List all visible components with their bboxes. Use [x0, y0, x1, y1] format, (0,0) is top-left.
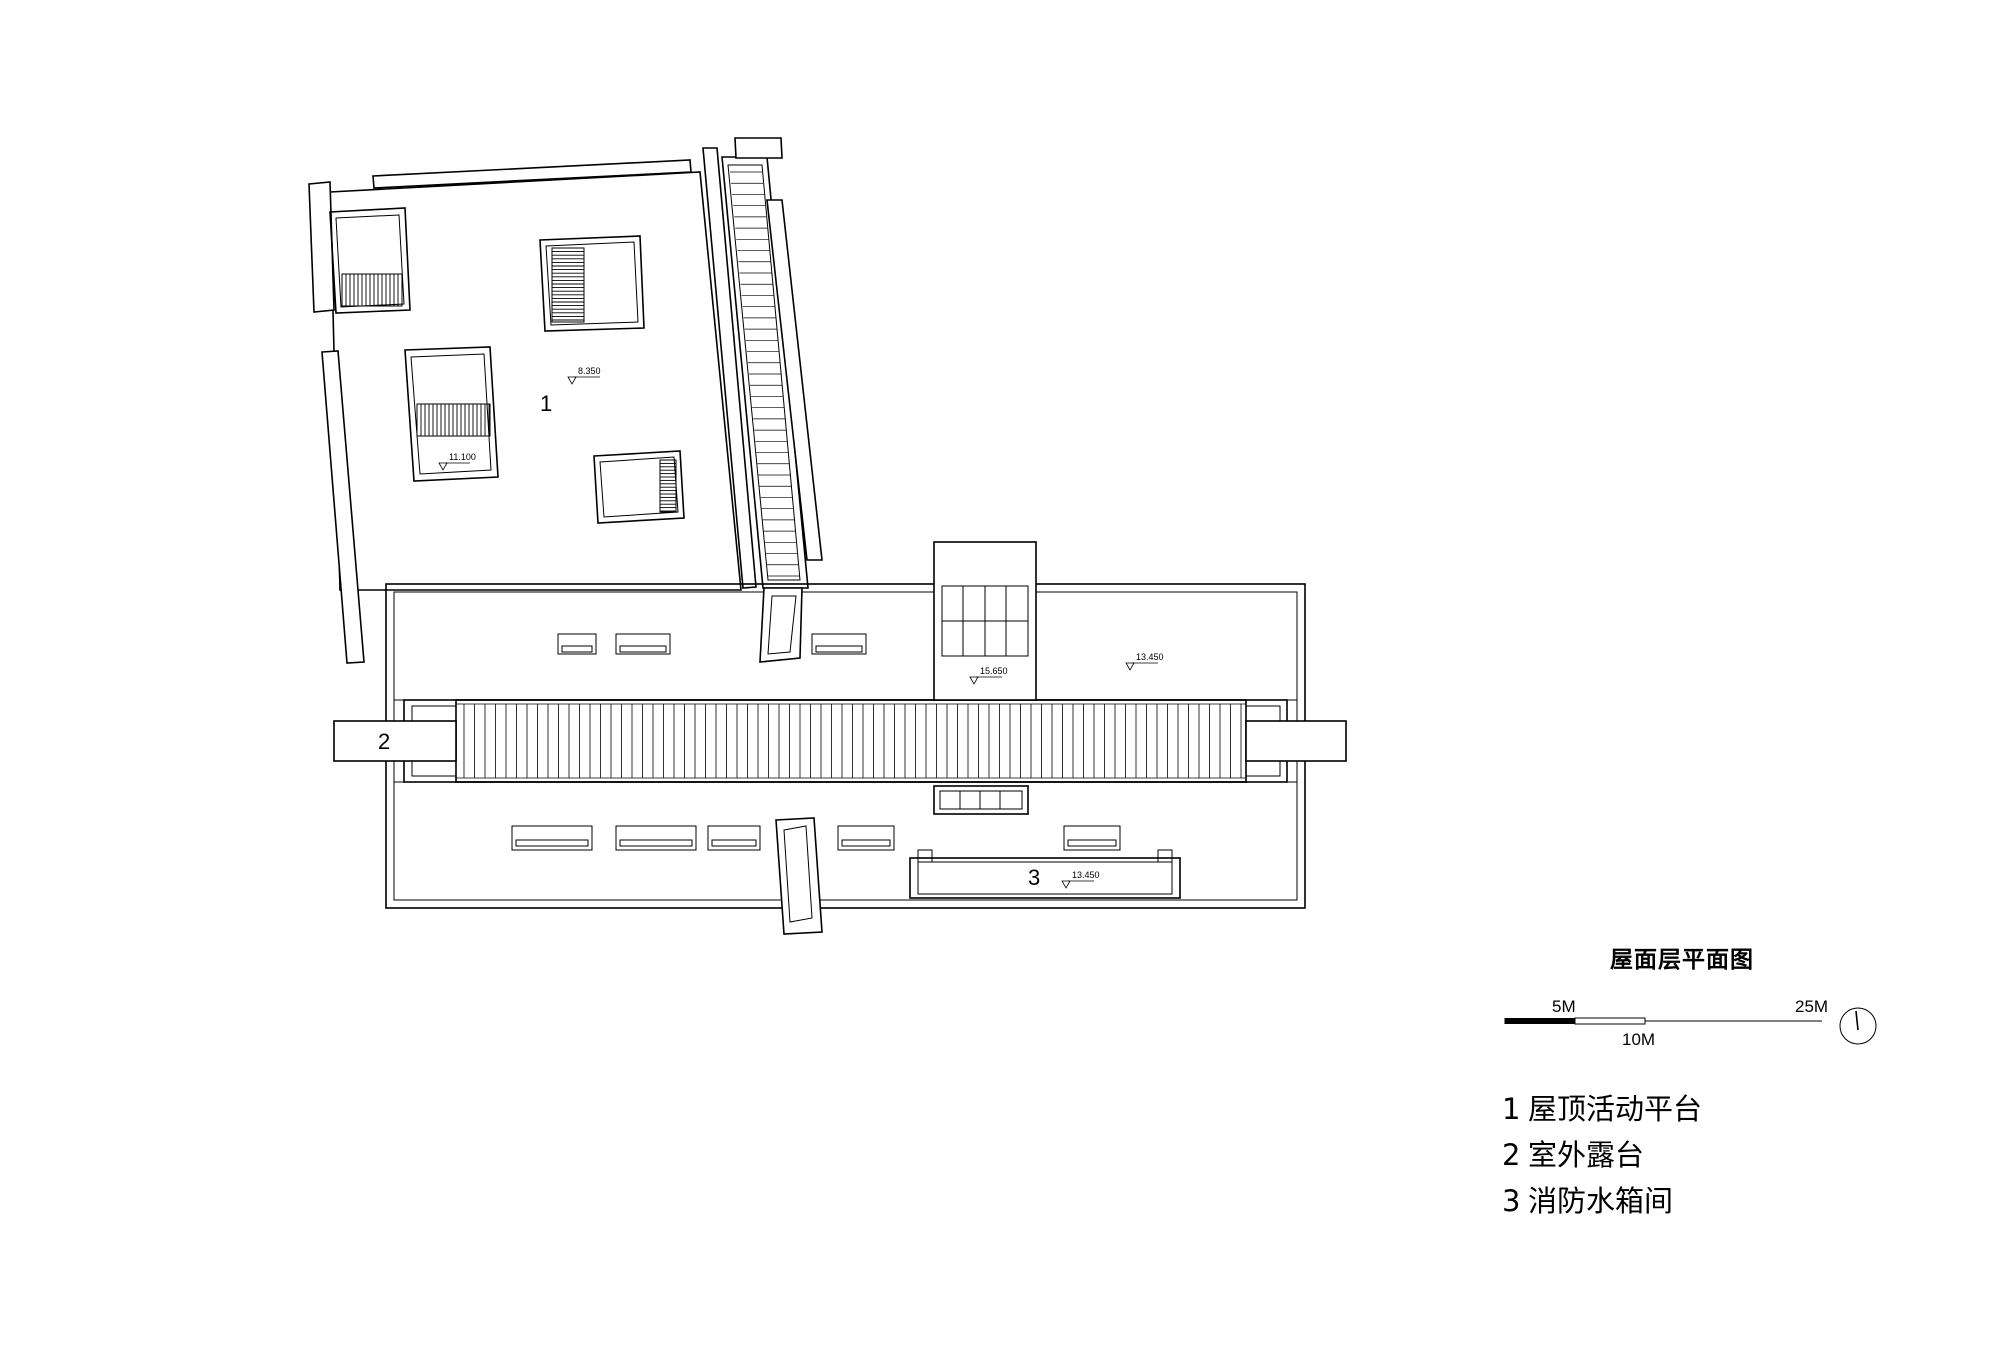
terrace-left: 2	[333, 720, 457, 762]
elevation-marker-2: 11.100	[438, 452, 476, 471]
room-number-1: 1	[540, 391, 552, 416]
roof-vents-bottom	[511, 825, 1121, 851]
elevation-marker-4: 13.450	[1125, 652, 1164, 671]
skylight-4	[593, 450, 685, 524]
svg-text:8.350: 8.350	[578, 366, 601, 376]
top-parapet-wall	[372, 159, 692, 189]
rotated-roof-block: 1 8.350 11.100	[308, 137, 823, 664]
vent-box	[933, 785, 1029, 815]
north-arrow-icon	[1839, 1007, 1877, 1045]
svg-text:3: 3	[1028, 865, 1040, 890]
main-roof-block: 2	[333, 541, 1347, 935]
skylight-3	[404, 346, 499, 482]
fire-water-tank-room: 3	[909, 849, 1181, 899]
skylight-1	[329, 207, 411, 314]
svg-text:15.650: 15.650	[980, 666, 1008, 676]
left-wall-lower	[321, 350, 365, 664]
svg-text:13.450: 13.450	[1136, 652, 1164, 662]
long-ramp	[721, 137, 823, 589]
svg-text:11.100: 11.100	[449, 452, 476, 462]
terrace-right	[1245, 720, 1347, 762]
stair-tower	[933, 541, 1037, 701]
elevation-triangle-icon	[438, 462, 448, 471]
drawing-title: 屋面层平面图	[1610, 947, 1754, 973]
elevation-marker-5: 13.450	[1061, 870, 1100, 889]
elevation-triangle-icon	[1061, 880, 1071, 889]
svg-text:2: 2	[378, 729, 390, 754]
scale-label-5m: 5M	[1552, 997, 1576, 1016]
left-wall-upper	[308, 181, 335, 313]
scale-label-25m: 25M	[1795, 997, 1828, 1016]
elevation-marker-3: 15.650	[969, 666, 1008, 685]
elevation-triangle-icon	[1125, 662, 1135, 671]
ramp-landing-bottom	[775, 817, 823, 935]
skylight-2	[539, 235, 645, 332]
scale-bar: 5M 10M 25M	[1504, 997, 1828, 1049]
svg-text:13.450: 13.450	[1072, 870, 1100, 880]
divider-wall	[702, 147, 757, 589]
ramp-landing-top	[759, 587, 803, 663]
elevation-triangle-icon	[567, 376, 577, 385]
roof-vents-top	[557, 633, 867, 655]
elevation-marker-1: 8.350	[567, 366, 601, 385]
central-corrugated-skylight	[403, 699, 1288, 783]
elevation-triangle-icon	[969, 676, 979, 685]
scale-label-10m: 10M	[1622, 1030, 1655, 1049]
